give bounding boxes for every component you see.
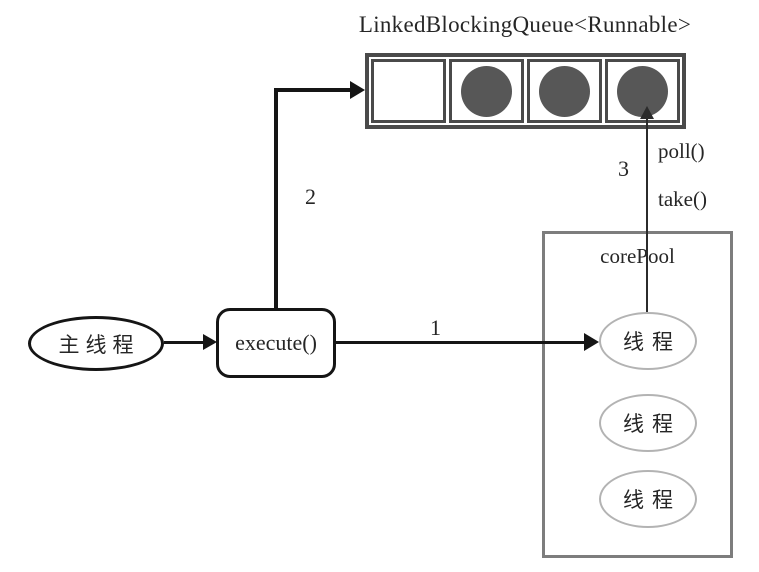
- edge3-line: [646, 118, 648, 312]
- main-to-execute-line: [164, 341, 204, 344]
- execute-label: execute(): [235, 330, 317, 355]
- thread-node: 线程: [599, 312, 697, 370]
- queue-cell: [449, 59, 524, 123]
- edge2-label: 2: [305, 184, 316, 209]
- arrowhead-right-icon: [584, 333, 599, 351]
- edge2-vertical-line: [274, 88, 278, 310]
- core-pool-label: corePool: [600, 244, 675, 268]
- main-thread-node: 主线程: [28, 316, 164, 371]
- edge3-label: 3: [618, 156, 629, 181]
- task-circle: [461, 65, 512, 117]
- edge1-line: [336, 341, 586, 344]
- blocking-queue: [365, 53, 686, 129]
- thread-label: 线程: [623, 488, 681, 512]
- queue-cell: [527, 59, 602, 123]
- take-label: take(): [658, 187, 707, 211]
- thread-label: 线程: [623, 412, 681, 436]
- thread-node: 线程: [599, 394, 697, 452]
- task-circle: [539, 65, 590, 117]
- arrowhead-up-icon: [640, 106, 654, 119]
- edge2-horizontal-line: [274, 88, 352, 92]
- queue-cell: [371, 59, 446, 123]
- thread-label: 线程: [623, 330, 681, 354]
- execute-node: execute(): [216, 308, 336, 378]
- arrowhead-right-icon: [203, 334, 217, 350]
- arrowhead-right-icon: [350, 81, 365, 99]
- thread-node: 线程: [599, 470, 697, 528]
- edge1-label: 1: [430, 315, 441, 340]
- queue-title: LinkedBlockingQueue<Runnable>: [358, 12, 692, 37]
- main-thread-label: 主线程: [58, 332, 140, 357]
- poll-label: poll(): [658, 139, 705, 163]
